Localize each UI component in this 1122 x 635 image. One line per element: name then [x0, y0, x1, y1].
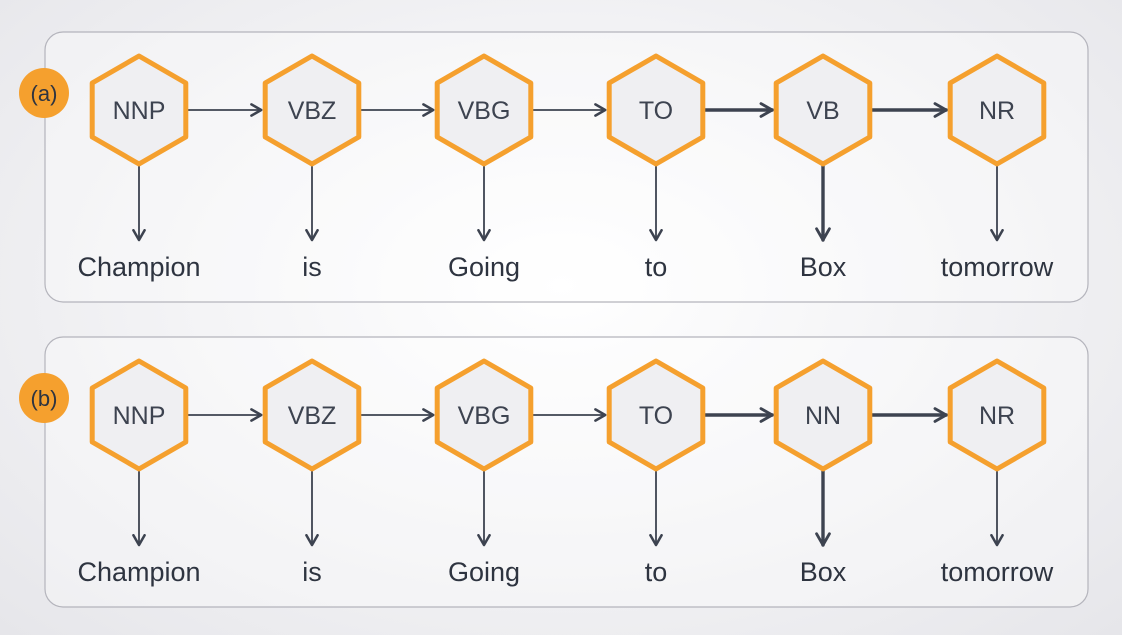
- panel-b: NNP Champion VBZ is VBG Going TO to NN Box NR tomor…: [19, 336, 1089, 608]
- tag-node-hexagon: [947, 53, 1047, 167]
- word-label: Box: [800, 252, 847, 282]
- word-label: Going: [448, 557, 520, 587]
- tag-node-hexagon: [262, 358, 362, 472]
- tag-node-hexagon: [947, 358, 1047, 472]
- tag-node-hexagon: [773, 358, 873, 472]
- word-label: tomorrow: [941, 557, 1054, 587]
- tag-label: VBG: [458, 402, 511, 430]
- word-label: Going: [448, 252, 520, 282]
- tag-label: NN: [805, 402, 841, 430]
- tag-label: NR: [979, 97, 1015, 125]
- tag-node-hexagon: [262, 53, 362, 167]
- tag-label: TO: [639, 402, 673, 430]
- tag-label: TO: [639, 97, 673, 125]
- tag-label: VBZ: [288, 97, 337, 125]
- tag-label: VBZ: [288, 402, 337, 430]
- tag-node-hexagon: [89, 358, 189, 472]
- panel-frame: [44, 336, 1089, 608]
- word-label: to: [645, 252, 668, 282]
- word-label: Box: [800, 557, 847, 587]
- panel-badge-circle: [19, 68, 69, 118]
- tag-label: NNP: [113, 97, 166, 125]
- tag-label: NR: [979, 402, 1015, 430]
- word-label: Champion: [77, 557, 200, 587]
- panel-badge-label: (b): [31, 386, 58, 411]
- tag-node-hexagon: [773, 53, 873, 167]
- panel-frame: [44, 31, 1089, 303]
- tag-label: NNP: [113, 402, 166, 430]
- word-label: is: [302, 557, 322, 587]
- word-label: to: [645, 557, 668, 587]
- tag-node-hexagon: [89, 53, 189, 167]
- panel-badge-circle: [19, 373, 69, 423]
- panel-a: NNP Champion VBZ is VBG Going TO to VB Box NR tomor…: [19, 31, 1089, 303]
- tag-node-hexagon: [606, 53, 706, 167]
- panel-badge-label: (a): [31, 81, 58, 106]
- word-label: tomorrow: [941, 252, 1054, 282]
- word-label: Champion: [77, 252, 200, 282]
- tag-node-hexagon: [434, 358, 534, 472]
- tag-node-hexagon: [434, 53, 534, 167]
- tag-label: VB: [806, 97, 839, 125]
- word-label: is: [302, 252, 322, 282]
- tag-label: VBG: [458, 97, 511, 125]
- tag-node-hexagon: [606, 358, 706, 472]
